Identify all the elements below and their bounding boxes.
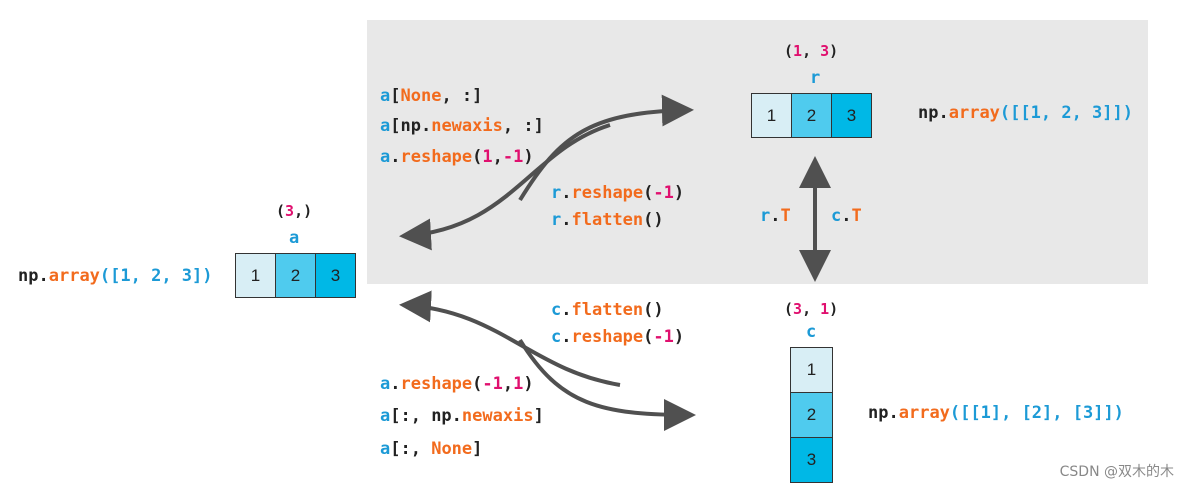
c-shape: (3, 1): [784, 300, 839, 318]
r-constructor: np.array([[1, 2, 3]]): [918, 103, 1133, 123]
a-name: a: [289, 228, 300, 248]
watermark: CSDN @双木的木: [1059, 464, 1174, 480]
arrow-a-to-r: [518, 94, 694, 202]
a-to-r-none: a[None, :]: [380, 86, 483, 106]
r-cell-1: 2: [791, 93, 832, 138]
a-to-r-newaxis: a[np.newaxis, :]: [380, 116, 544, 136]
c-to-a-flatten: c.flatten(): [551, 300, 664, 320]
r-cell-2: 3: [831, 93, 872, 138]
a-to-c-reshape: a.reshape(-1,1): [380, 374, 534, 394]
transpose-r-label: r.T: [760, 206, 791, 226]
a-cell-0: 1: [235, 253, 276, 298]
a-shape: (3,): [276, 202, 313, 220]
r-to-a-flatten: r.flatten(): [551, 210, 664, 230]
c-cell-1: 2: [790, 392, 833, 438]
c-cell-2: 3: [790, 437, 833, 483]
c-to-a-reshape: c.reshape(-1): [551, 327, 685, 347]
arrow-r-to-a: [399, 123, 611, 251]
r-shape: (1, 3): [784, 42, 839, 60]
arrow-c-to-a: [399, 290, 621, 387]
a-constructor: np.array([1, 2, 3]): [18, 266, 213, 286]
transpose-c-label: c.T: [831, 206, 862, 226]
a-cell-1: 2: [275, 253, 316, 298]
arrow-a-to-c: [518, 338, 696, 431]
highlight-panel: [367, 20, 1148, 284]
a-to-c-newaxis: a[:, np.newaxis]: [380, 406, 544, 426]
a-to-r-reshape: a.reshape(1,-1): [380, 147, 534, 167]
a-cell-2: 3: [315, 253, 356, 298]
c-constructor: np.array([[1], [2], [3]]): [868, 403, 1124, 423]
r-to-a-reshape: r.reshape(-1): [551, 183, 685, 203]
r-name: r: [810, 68, 821, 88]
a-to-c-none: a[:, None]: [380, 439, 483, 459]
c-cell-0: 1: [790, 347, 833, 393]
c-name: c: [806, 322, 817, 342]
r-cell-0: 1: [751, 93, 792, 138]
